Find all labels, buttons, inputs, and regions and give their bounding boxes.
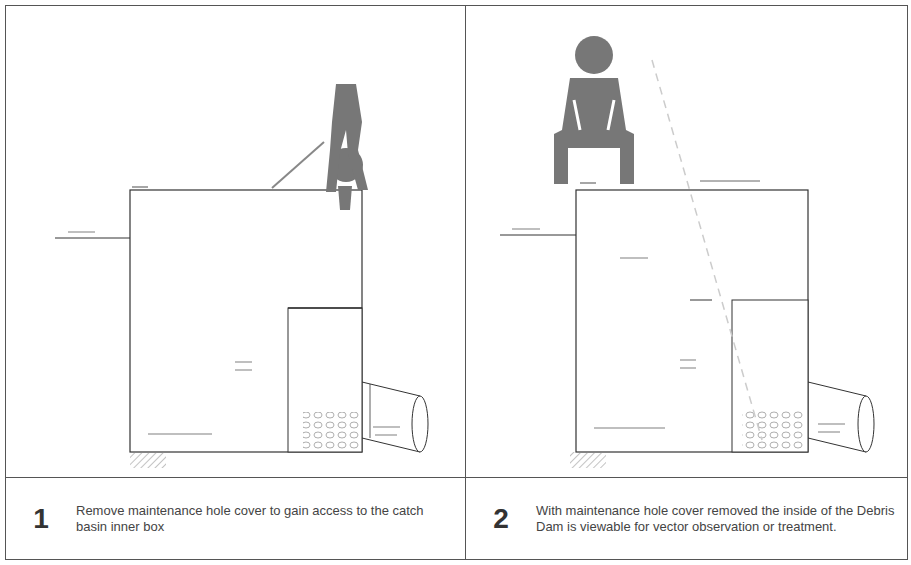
person-squatting bbox=[554, 36, 634, 184]
catch-basin-1 bbox=[55, 187, 428, 468]
cover-tool bbox=[272, 142, 324, 188]
step-caption: With maintenance hole cover removed the … bbox=[536, 503, 895, 535]
step-number: 2 bbox=[480, 503, 522, 535]
person-walking bbox=[326, 84, 368, 210]
panel-frame bbox=[6, 6, 908, 478]
person-arms bbox=[574, 100, 614, 130]
sight-line bbox=[652, 60, 762, 440]
catch-basin-2 bbox=[500, 181, 874, 468]
step-cell: 1 Remove maintenance hole cover to gain a… bbox=[5, 477, 466, 560]
panel-divider bbox=[465, 5, 466, 478]
step-cell: 2 With maintenance hole cover removed the… bbox=[465, 477, 908, 560]
step-caption: Remove maintenance hole cover to gain ac… bbox=[76, 503, 453, 535]
step-number: 1 bbox=[20, 503, 62, 535]
